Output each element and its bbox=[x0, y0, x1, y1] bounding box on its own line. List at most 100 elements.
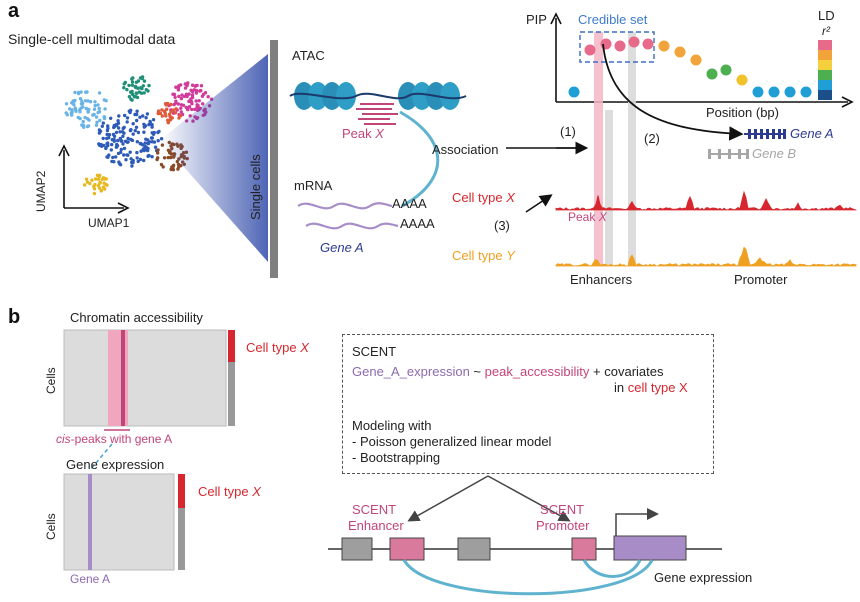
cells-label-2: Cells bbox=[44, 513, 58, 540]
umap-cell-dot bbox=[136, 159, 140, 164]
cis-to-gene-link bbox=[89, 443, 113, 471]
umap-cell-dot bbox=[178, 83, 183, 87]
umap-cell-dot bbox=[117, 114, 121, 118]
umap-cell-dot bbox=[147, 83, 151, 88]
step2-label: (2) bbox=[644, 131, 660, 146]
pip-dot bbox=[614, 40, 626, 52]
gene-a-label: Gene A bbox=[320, 240, 364, 255]
umap-cell-dot bbox=[96, 110, 100, 115]
umap-cell-dot bbox=[179, 96, 184, 101]
umap2-label: UMAP2 bbox=[34, 170, 48, 212]
scent-enhancer-2: Enhancer bbox=[348, 518, 404, 533]
umap-cell-dot bbox=[171, 108, 176, 112]
umap-cell-dot bbox=[156, 148, 160, 152]
umap-cell-dot bbox=[82, 125, 86, 129]
umap-cell-dot bbox=[130, 138, 135, 143]
chromatin-celltype-grey bbox=[228, 362, 235, 426]
genome-diagram bbox=[328, 475, 722, 596]
umap-cell-dot bbox=[78, 116, 82, 121]
umap-cell-dot bbox=[98, 181, 102, 185]
umap-cell-dot bbox=[186, 81, 190, 85]
umap-cell-dot bbox=[194, 99, 198, 103]
umap-cell-dot bbox=[146, 154, 150, 158]
umap-cell-dot bbox=[95, 173, 100, 177]
umap-cell-dot bbox=[124, 158, 128, 162]
umap-cell-dot bbox=[116, 126, 121, 130]
umap-cell-dot bbox=[116, 138, 120, 143]
umap-cell-dot bbox=[146, 146, 150, 151]
umap-cell-dot bbox=[109, 116, 113, 121]
umap-cell-dot bbox=[117, 160, 121, 164]
umap-cell-dot bbox=[135, 156, 139, 160]
umap-cell-dot bbox=[199, 84, 204, 88]
chromatin-heatmap bbox=[63, 329, 227, 427]
umap-cell-dot bbox=[123, 113, 127, 118]
umap-cell-dot bbox=[106, 126, 110, 130]
umap-cell-dot bbox=[203, 91, 208, 95]
umap-cell-dot bbox=[174, 85, 178, 89]
umap-cell-dot bbox=[81, 119, 85, 124]
umap-cell-dot bbox=[98, 186, 102, 190]
gene-a-track bbox=[744, 129, 786, 139]
umap-cell-dot bbox=[101, 121, 106, 125]
chromatin-celltype-red bbox=[228, 330, 235, 362]
atac-label: ATAC bbox=[292, 48, 325, 63]
umap-cell-dot bbox=[141, 84, 145, 88]
umap-cell-dot bbox=[142, 147, 146, 151]
polya-1: AAAA bbox=[392, 196, 427, 211]
scent-formula-line1: Gene_A_expression ~ peak_accessibility +… bbox=[352, 364, 664, 379]
umap-cell-dot bbox=[79, 102, 84, 106]
umap-cell-dot bbox=[135, 140, 139, 144]
umap-cell-dot bbox=[194, 88, 199, 93]
umap-cell-dot bbox=[155, 157, 159, 162]
umap-cell-dot bbox=[173, 95, 177, 100]
umap-cell-dot bbox=[190, 107, 194, 112]
umap-cell-dot bbox=[130, 164, 134, 168]
umap-cell-dot bbox=[97, 91, 102, 95]
umap-cell-dot bbox=[106, 143, 110, 148]
peak-x-track-label: Peak X bbox=[568, 210, 607, 224]
umap-cell-dot bbox=[189, 97, 193, 101]
umap-cell-dot bbox=[116, 119, 120, 123]
chromatin-title: Chromatin accessibility bbox=[70, 310, 203, 325]
modeling-label: Modeling with bbox=[352, 418, 432, 433]
umap-cell-dot bbox=[112, 134, 117, 138]
umap-cell-dot bbox=[102, 181, 106, 185]
fine-map-arrow bbox=[602, 43, 744, 141]
umap-cell-dot bbox=[130, 160, 134, 165]
umap-cell-dot bbox=[150, 125, 154, 129]
umap-cell-dot bbox=[78, 97, 83, 101]
umap-cell-dot bbox=[119, 139, 123, 143]
umap-cell-dot bbox=[131, 122, 135, 126]
umap-cell-dot bbox=[146, 141, 150, 146]
umap-cell-dot bbox=[135, 118, 139, 123]
umap-cell-dot bbox=[127, 83, 131, 88]
umap-cell-dot bbox=[123, 139, 128, 143]
umap-cell-dot bbox=[119, 150, 123, 155]
credible-set-label: Credible set bbox=[578, 12, 648, 27]
pip-dot bbox=[736, 74, 748, 86]
umap-cell-dot bbox=[142, 91, 146, 95]
umap-cell-dot bbox=[97, 128, 102, 132]
umap-cell-dot bbox=[197, 99, 201, 103]
umap-cell-dot bbox=[139, 86, 143, 90]
umap-cell-dot bbox=[127, 95, 132, 99]
expression-heatmap bbox=[63, 473, 175, 571]
umap-cell-dot bbox=[156, 139, 160, 143]
pip-label: PIP bbox=[526, 12, 547, 27]
ld-legend bbox=[818, 40, 832, 100]
umap-cell-dot bbox=[129, 128, 133, 132]
umap-cell-dot bbox=[91, 113, 95, 117]
umap-cell-dot bbox=[71, 99, 75, 103]
cell-type-y-label: Cell type Y bbox=[452, 248, 515, 263]
umap-cell-dot bbox=[140, 76, 144, 81]
umap-cell-dot bbox=[125, 120, 129, 124]
umap-cell-dot bbox=[146, 89, 150, 93]
scent-promoter-1: SCENT bbox=[540, 502, 585, 517]
umap-cell-dot bbox=[105, 132, 109, 137]
panel-a-title: Single-cell multimodal data bbox=[8, 31, 176, 47]
ld-r2-label: r² bbox=[822, 24, 830, 38]
gene-expression-title: Gene expression bbox=[66, 457, 165, 472]
umap-cell-dot bbox=[160, 114, 164, 118]
